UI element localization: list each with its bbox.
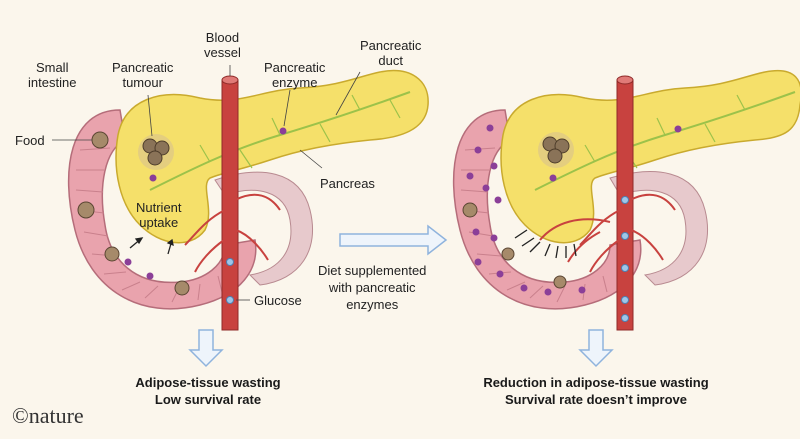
- right-pancreas: [500, 69, 800, 244]
- right-nutrient-arrows: [514, 229, 577, 259]
- left-duct-branches: [199, 94, 401, 169]
- nature-logo: ©nature: [12, 403, 84, 428]
- right-vessel-top: [616, 75, 634, 85]
- right-outcome: Reduction in adipose-tissue wasting Surv…: [462, 374, 730, 408]
- label-small-intestine: Small intestine: [28, 60, 77, 90]
- left-blood-vessel: [221, 79, 239, 331]
- label-glucose: Glucose: [254, 293, 302, 308]
- right-panel: [452, 69, 800, 331]
- left-nutrient-arrows: [129, 237, 174, 255]
- right-outcome-line1: Reduction in adipose-tissue wasting: [483, 375, 709, 390]
- left-food-pellets: [77, 131, 190, 296]
- left-vessel-branches: [184, 193, 281, 273]
- label-food: Food: [15, 133, 45, 148]
- left-outcome: Adipose-tissue wasting Low survival rate: [108, 374, 308, 408]
- right-down-arrow: [578, 329, 614, 368]
- transition-arrow: [339, 224, 448, 256]
- right-outcome-line2: Survival rate doesn’t improve: [504, 392, 688, 407]
- right-enzymes: [466, 124, 682, 296]
- label-pancreas: Pancreas: [320, 176, 375, 191]
- left-pancreatic-tumour: [138, 134, 174, 170]
- left-leader-lines: [52, 65, 361, 301]
- label-pancreatic-tumour: Pancreatic tumour: [112, 60, 174, 90]
- left-down-arrow: [188, 329, 224, 368]
- label-blood-vessel: Blood vessel: [204, 30, 241, 60]
- label-pancreatic-duct: Pancreatic duct: [360, 38, 422, 68]
- right-intestine-folds: [460, 147, 608, 303]
- left-intestine-back-loop: [214, 171, 314, 286]
- right-food-pellets: [462, 202, 567, 289]
- left-vessel-top: [221, 75, 239, 85]
- middle-caption: Diet supplemented with pancreatic enzyme…: [318, 263, 427, 312]
- label-nutrient-uptake: Nutrient uptake: [136, 200, 182, 230]
- label-pancreatic-enzyme: Pancreatic enzyme: [264, 60, 326, 90]
- left-enzymes: [124, 127, 287, 280]
- right-intestine-back-loop: [609, 171, 709, 286]
- right-small-intestine: [452, 109, 642, 310]
- left-glucose: [226, 258, 234, 304]
- left-panel: [52, 65, 429, 331]
- right-glucose: [621, 196, 629, 322]
- left-outcome-line1: Adipose-tissue wasting: [135, 375, 281, 390]
- right-blood-vessel: [616, 79, 634, 331]
- right-vessel-branches: [539, 193, 676, 273]
- left-outcome-line2: Low survival rate: [154, 392, 262, 407]
- right-pancreatic-tumour: [538, 132, 574, 168]
